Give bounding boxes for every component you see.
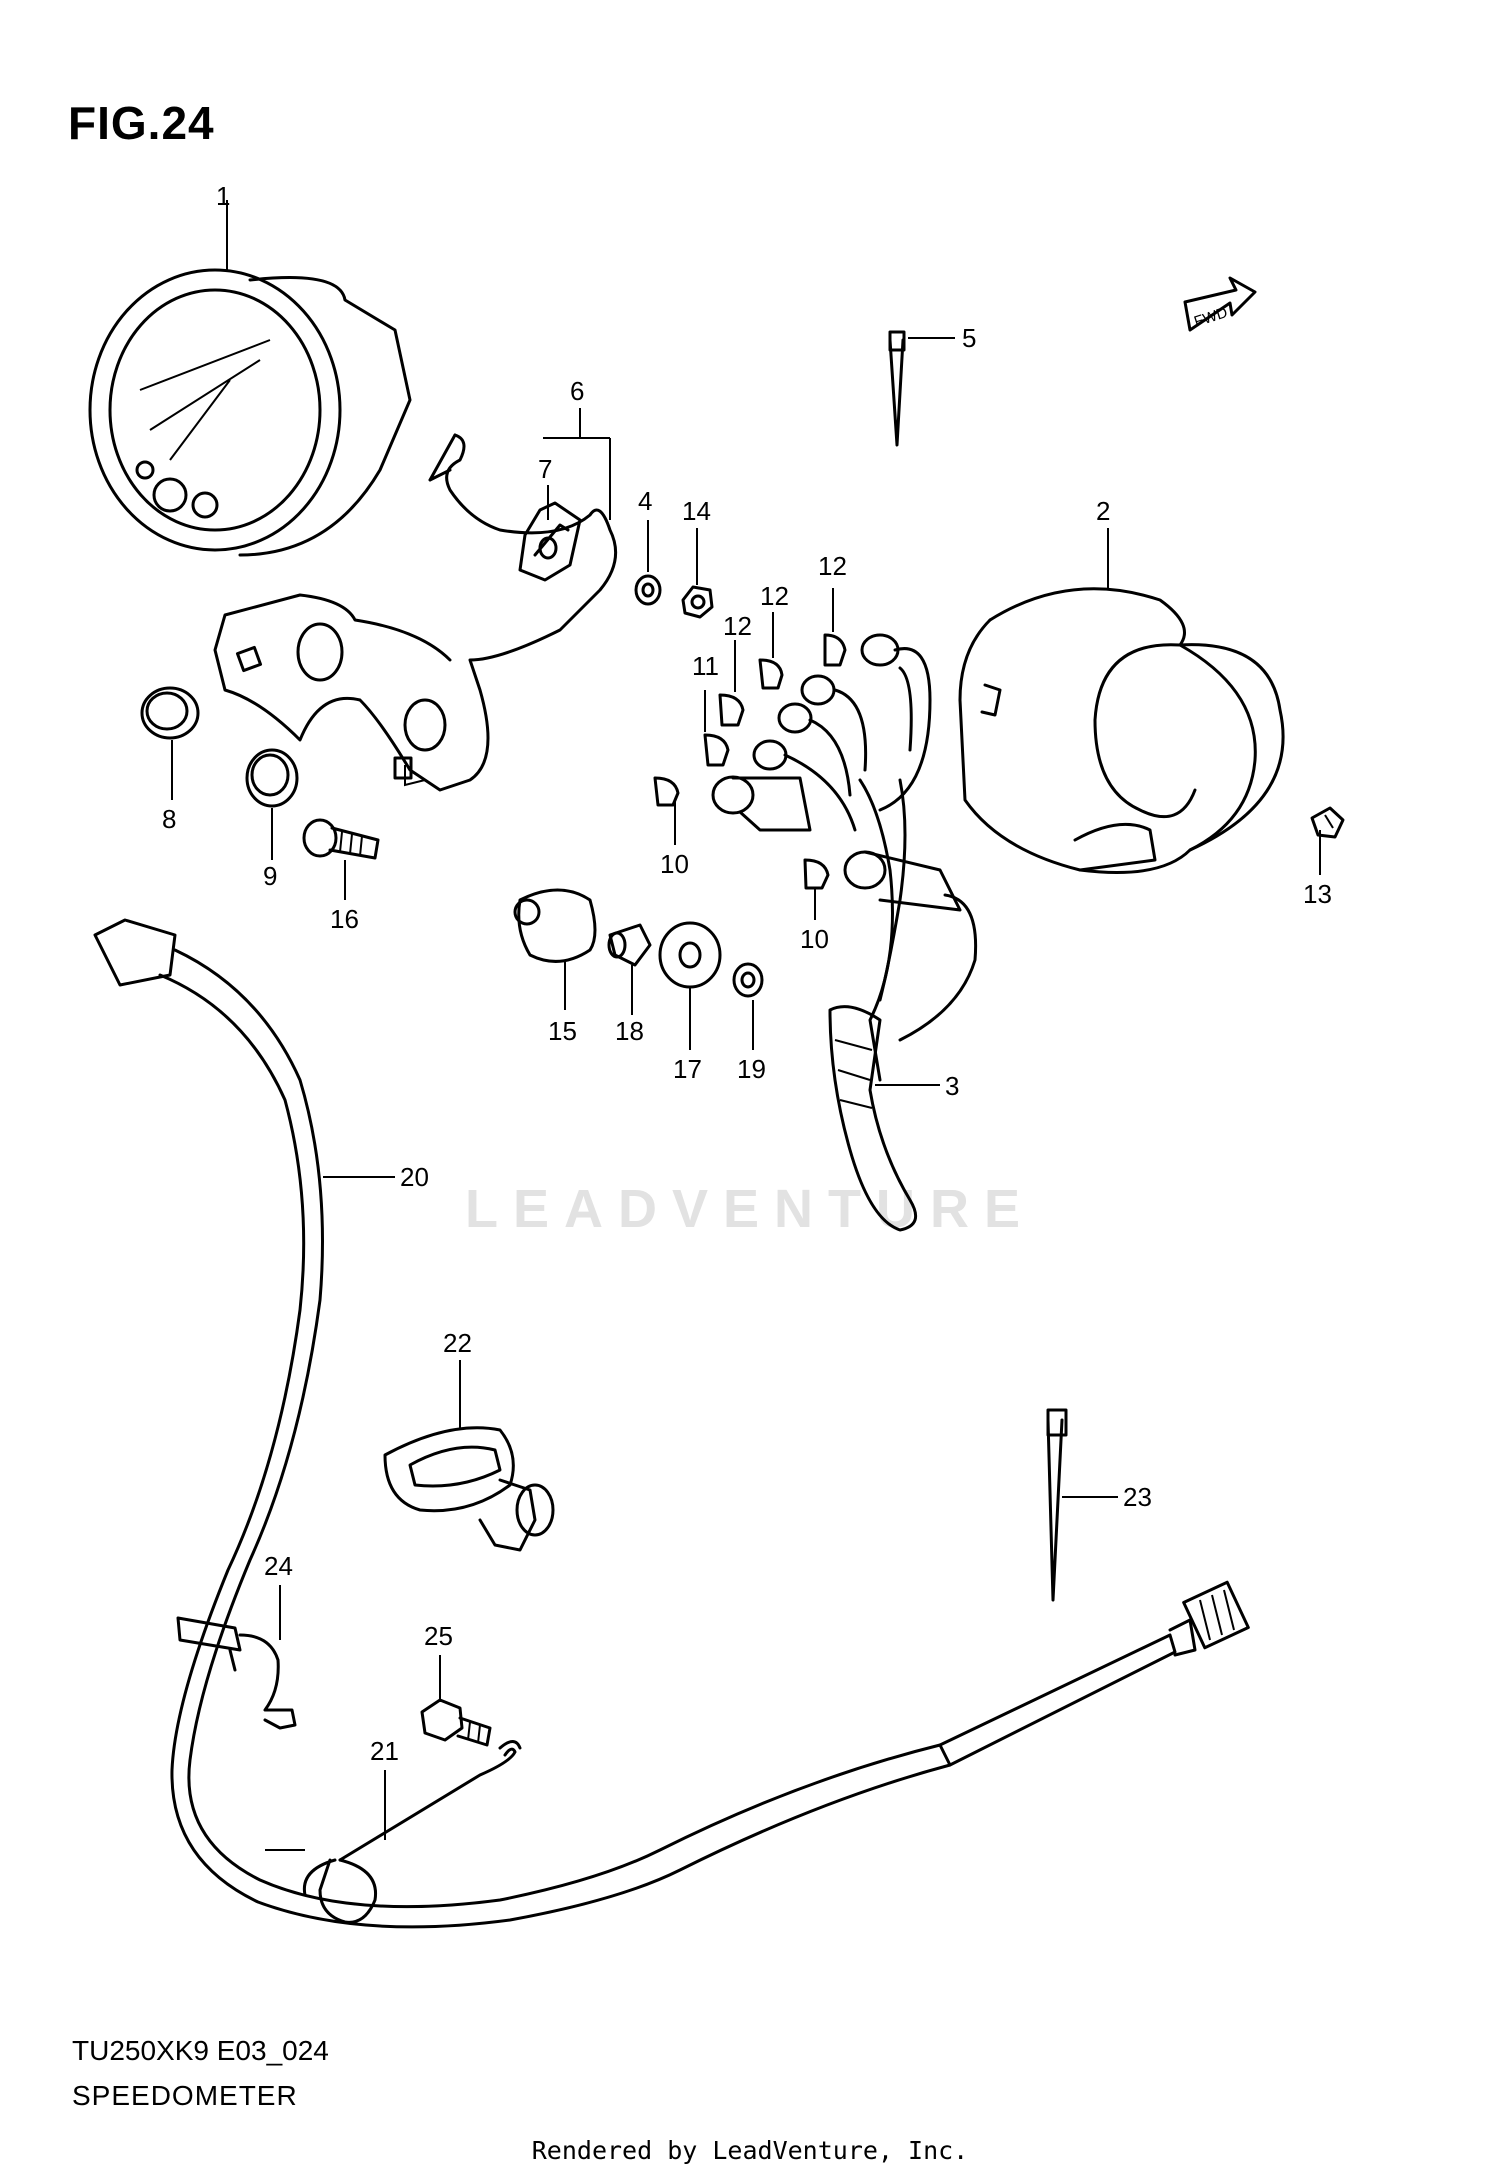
- tie-band-5: [888, 330, 906, 447]
- callout-1: 1: [216, 181, 230, 211]
- callout-25: 25: [424, 1621, 453, 1651]
- grommet-7: [518, 501, 582, 582]
- callout-2: 2: [1096, 496, 1110, 526]
- callout-18: 18: [615, 1016, 644, 1046]
- callout-22: 22: [443, 1328, 472, 1358]
- callout-4: 4: [638, 486, 652, 516]
- callout-3: 3: [945, 1071, 959, 1101]
- callout-19: 19: [737, 1054, 766, 1084]
- callout-23: 23: [1123, 1482, 1152, 1512]
- callout-11: 11: [692, 651, 719, 681]
- clamp-22: [383, 1426, 555, 1552]
- callout-labels: 1 2 3 4 5 6 7 8 9 10 10 11 12 12 12 13 1…: [162, 181, 1332, 1766]
- rendered-by: Rendered by LeadVenture, Inc.: [531, 2136, 969, 2165]
- callout-8: 8: [162, 804, 176, 834]
- figure-title: FIG.24: [68, 97, 215, 149]
- clamp-24: [176, 1616, 297, 1730]
- screw-13: [1310, 806, 1345, 839]
- callout-10b: 10: [800, 924, 829, 954]
- nut-14: [681, 585, 714, 619]
- callout-12c: 12: [818, 551, 847, 581]
- nut-19: [732, 962, 764, 998]
- guide-wire-21: [302, 1740, 522, 1924]
- callout-10a: 10: [660, 849, 689, 879]
- washer-17: [658, 921, 722, 989]
- footer-code: TU250XK9 E03_024: [72, 2035, 329, 2066]
- cushion-15: [513, 888, 597, 963]
- callout-6: 6: [570, 376, 584, 406]
- wiring-harness: [783, 647, 978, 1232]
- callout-13: 13: [1303, 879, 1332, 909]
- callout-7: 7: [538, 454, 552, 484]
- callout-5: 5: [962, 323, 976, 353]
- fwd-arrow-icon: FWD: [1183, 276, 1257, 332]
- footer-name: SPEEDOMETER: [72, 2080, 298, 2111]
- meter-bracket: [213, 433, 618, 792]
- callout-12b: 12: [760, 581, 789, 611]
- callout-15: 15: [548, 1016, 577, 1046]
- callout-21: 21: [370, 1736, 399, 1766]
- callout-14: 14: [682, 496, 711, 526]
- cushion-8: [140, 686, 200, 740]
- callout-12a: 12: [723, 611, 752, 641]
- bolt-25: [420, 1698, 492, 1747]
- tie-band-23: [1046, 1408, 1068, 1602]
- bulb-sockets: [653, 633, 962, 912]
- fwd-label: FWD: [1192, 304, 1230, 331]
- callout-24: 24: [264, 1551, 293, 1581]
- meter-case: [958, 587, 1285, 874]
- screw-16: [302, 818, 380, 860]
- cushion-9: [245, 748, 299, 808]
- leader-lines: [171, 200, 1321, 1851]
- speedometer-cable: [93, 918, 1250, 1929]
- callout-20: 20: [400, 1162, 429, 1192]
- washer-4: [634, 574, 662, 606]
- callout-17: 17: [673, 1054, 702, 1084]
- spacer-18: [607, 923, 652, 967]
- speedometer-meter: [88, 268, 412, 557]
- watermark: LEADVENTURE: [464, 1179, 1036, 1239]
- callout-9: 9: [263, 861, 277, 891]
- callout-16: 16: [330, 904, 359, 934]
